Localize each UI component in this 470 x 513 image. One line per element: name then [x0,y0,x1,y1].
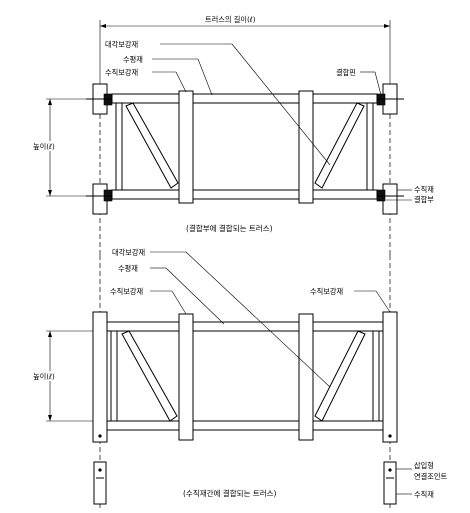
sleeve-right-bottom [298,313,314,441]
insert-joint-left [93,461,107,505]
bottom-chord [111,189,378,200]
sleeve-right [298,90,314,204]
height-label-bottom: 높이(ℓ) [33,372,55,381]
caption-bottom: (수직재간에 결합되는 트러스) [183,488,276,498]
label-horizontal-bottom: 수평재 [118,264,138,273]
diagonal-right-bottom [314,330,366,422]
top-chord-bottom-fig [106,321,384,332]
bottom-truss: 높이(ℓ) 대각보강재 수평재 수직보강재 수직보강재 삽입형 연결조인트 수직… [30,248,447,510]
diagonal-right [314,102,365,189]
label-vertical-reinforce-left: 수직보강재 [110,287,143,296]
label-horizontal-top: 수평재 [123,55,143,64]
label-vertical-member-bottom: 수직재 [414,490,434,499]
inner-right-vertical-bottom [372,330,380,422]
label-insert-joint-2: 연결조인트 [414,472,447,481]
height-label-top: 높이(ℓ) [33,142,55,151]
label-vertical-reinforce-right: 수직보강재 [310,287,343,296]
label-insert-joint-1: 삽입형 [414,461,434,470]
label-vertical-member-top: 수직재 [414,185,434,194]
caption-top: (결합부에 결합되는 트러스) [186,223,273,233]
label-vertical-reinforce-top: 수직보강재 [105,68,138,77]
label-diagonal-top: 대각보강재 [105,40,138,49]
sleeve-left-bottom [178,313,194,441]
right-post [382,311,398,443]
inner-right-vertical [366,102,374,191]
diagonal-left [125,102,179,189]
sleeve-left [178,90,194,204]
inner-left-vertical-bottom [110,330,118,422]
length-dimension-label: 트러스의 길이(ℓ) [205,15,256,24]
label-coupling-pin: 결합핀 [336,68,356,77]
top-truss: 높이(ℓ) 대각보강재 수평재 수직보강재 결합핀 수직재 결합부 (결합부에 … [30,40,434,255]
inner-left-vertical [115,102,123,191]
insert-joint-right [383,461,397,505]
bottom-chord-bottom-fig [106,420,384,431]
label-coupling-part: 결합부 [414,195,434,204]
left-post [92,311,108,443]
length-dimension: 트러스의 길이(ℓ) [99,14,391,90]
diagonal-left-bottom [121,330,178,422]
top-chord [111,93,378,104]
label-diagonal-bottom: 대각보강재 [112,248,145,257]
